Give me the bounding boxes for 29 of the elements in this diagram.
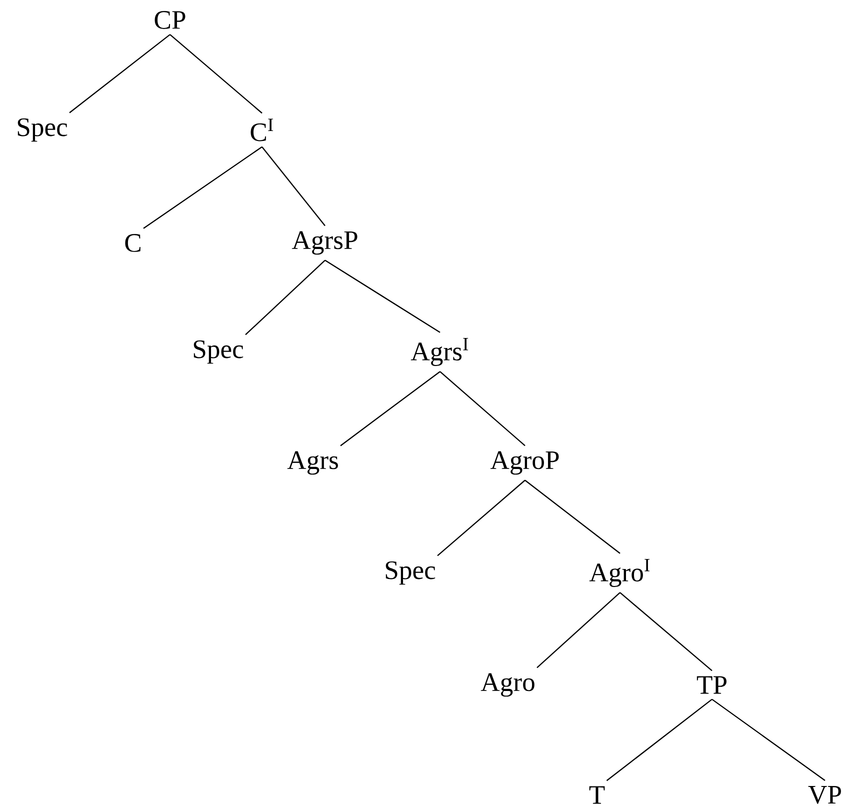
branch-line bbox=[340, 371, 440, 446]
branch-line bbox=[262, 146, 326, 226]
branch-line bbox=[606, 698, 712, 782]
branch-line bbox=[536, 592, 620, 668]
category-label: Spec bbox=[18, 118, 68, 142]
category-label: AgroP bbox=[490, 451, 559, 475]
category-label: Agro bbox=[480, 673, 534, 697]
category-label: Spec bbox=[194, 340, 244, 364]
branch-line bbox=[620, 592, 712, 672]
branch-line bbox=[712, 698, 826, 781]
branch-line bbox=[440, 371, 526, 446]
category-label: T bbox=[589, 786, 605, 804]
branch-line bbox=[437, 480, 526, 556]
branch-line bbox=[170, 34, 262, 114]
category-label: TP bbox=[696, 676, 726, 694]
category-label: C bbox=[125, 234, 140, 252]
category-label: Agro$^{I}$ bbox=[589, 558, 650, 587]
category-label: Agrs bbox=[287, 451, 338, 475]
branch-line bbox=[245, 260, 326, 336]
category-label: C$^{I}$ bbox=[250, 118, 274, 142]
category-label: Spec bbox=[386, 561, 436, 585]
branch-line bbox=[69, 34, 170, 114]
branch-line bbox=[524, 480, 620, 554]
category-label: Agrs$^{I}$ bbox=[410, 338, 468, 366]
category-label: VP bbox=[808, 786, 841, 804]
branch-line bbox=[143, 146, 262, 229]
category-label: AgrsP bbox=[292, 231, 358, 255]
category-label: CP bbox=[154, 11, 186, 29]
branch-line bbox=[324, 260, 440, 333]
